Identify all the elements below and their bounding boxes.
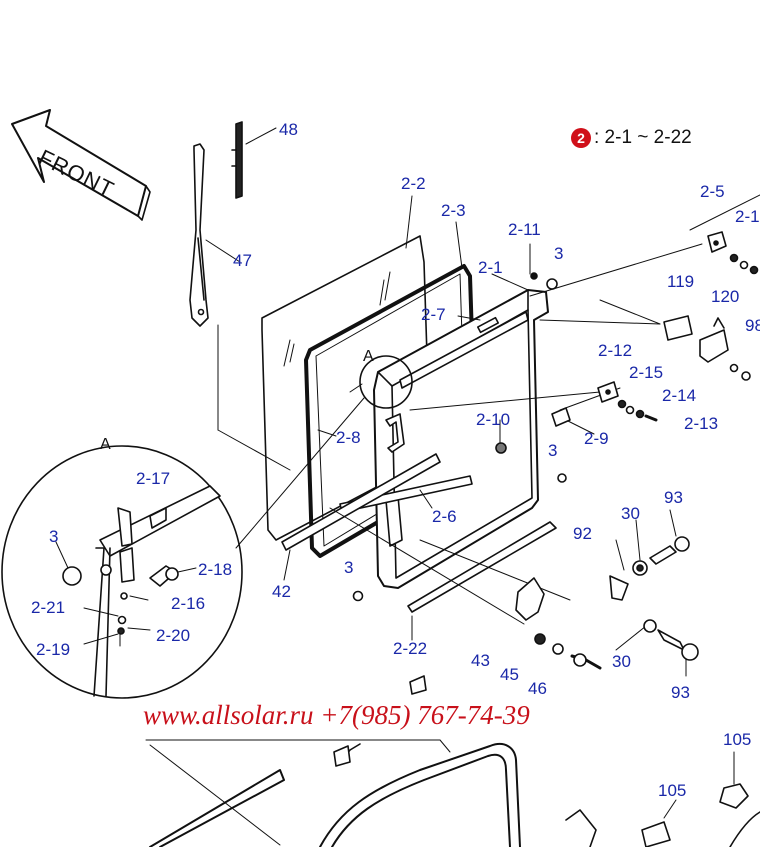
part-label: 2-14 bbox=[662, 386, 697, 405]
part-label: 2-8 bbox=[336, 428, 361, 447]
part-label: 30 bbox=[621, 504, 640, 523]
part-label: 48 bbox=[279, 120, 298, 139]
detail-callout-label: A bbox=[363, 348, 374, 365]
part-label: 42 bbox=[272, 582, 291, 601]
legend-text: : 2-1 ~ 2-22 bbox=[594, 127, 692, 148]
part-label: 2-5 bbox=[700, 182, 725, 201]
part-label: 119 bbox=[667, 272, 695, 291]
part-label: 3 bbox=[344, 558, 354, 577]
wiper-arm bbox=[189, 143, 209, 327]
part-label: 105 bbox=[723, 730, 752, 749]
detail-a-callout bbox=[1, 355, 413, 699]
watermark: www.allsolar.ru +7(985) 767-74-39 bbox=[143, 700, 530, 730]
part-label: 3 bbox=[49, 527, 59, 546]
part-label: 2-20 bbox=[156, 626, 191, 645]
legend-badge: 2 bbox=[571, 128, 591, 148]
part-label: 2-10 bbox=[476, 410, 511, 429]
door-outline bbox=[149, 742, 521, 847]
part-label: 105 bbox=[658, 781, 687, 800]
part-label: 2-2 bbox=[401, 174, 426, 193]
part-label: 2-16 bbox=[171, 594, 206, 613]
part-label: 2-11 bbox=[508, 220, 541, 239]
part-label: 3 bbox=[554, 244, 564, 263]
part-label: 98 bbox=[745, 316, 760, 335]
part-label: 2-15 bbox=[629, 363, 664, 382]
bottom-strip bbox=[407, 521, 557, 613]
part-label: 46 bbox=[528, 679, 547, 698]
part-label: 30 bbox=[612, 652, 631, 671]
part-label: 2-17 bbox=[136, 469, 171, 488]
part-label: 2-18 bbox=[198, 560, 233, 579]
part-label: 92 bbox=[573, 524, 592, 543]
part-label: 2-3 bbox=[441, 201, 466, 220]
part-label: 2-21 bbox=[31, 598, 66, 617]
legend: 2 : 2-1 ~ 2-22 bbox=[571, 127, 692, 149]
part-label: 2-12 bbox=[598, 341, 633, 360]
part-label: 47 bbox=[233, 251, 252, 270]
left-rail bbox=[281, 453, 441, 551]
detail-title-label: A bbox=[100, 436, 111, 453]
part-label: 2-9 bbox=[584, 429, 609, 448]
part-label: 120 bbox=[711, 287, 740, 306]
front-arrow-icon bbox=[11, 109, 151, 221]
part-label: 2-7 bbox=[421, 305, 446, 324]
part-label: 45 bbox=[500, 665, 519, 684]
wiper-blade bbox=[231, 121, 243, 199]
part-label: 2-6 bbox=[432, 507, 457, 526]
part-label: 3 bbox=[548, 441, 558, 460]
part-label: 2-13 bbox=[684, 414, 719, 433]
part-label: 2-1 bbox=[735, 207, 760, 226]
part-label: 43 bbox=[471, 651, 490, 670]
detail-a-contents bbox=[55, 485, 221, 697]
part-label: 93 bbox=[664, 488, 683, 507]
window-frame bbox=[373, 289, 549, 589]
part-label: 2-19 bbox=[36, 640, 71, 659]
part-label: 2-22 bbox=[393, 639, 428, 658]
part-label: 2-1 bbox=[478, 258, 503, 277]
part-label: 93 bbox=[671, 683, 690, 702]
hardware-parts bbox=[333, 231, 760, 847]
